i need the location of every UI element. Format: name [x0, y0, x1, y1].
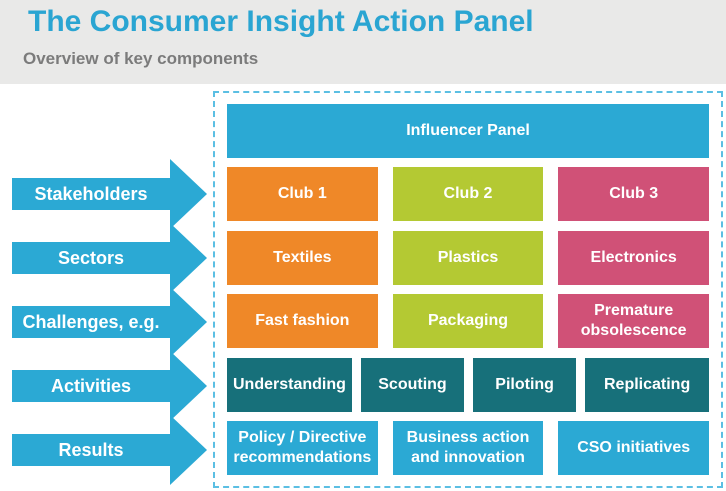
- row-sectors: Textiles Plastics Electronics: [227, 230, 709, 285]
- club3-box: Club 3: [558, 167, 709, 222]
- club1-box: Club 1: [227, 167, 378, 222]
- arrow-label: Stakeholders: [12, 178, 170, 210]
- replicating-box: Replicating: [585, 357, 709, 412]
- row-challenges: Fast fashion Packaging Premature obsoles…: [227, 294, 709, 349]
- cso-initiatives-box: CSO initiatives: [558, 420, 709, 475]
- arrow-label: Sectors: [12, 242, 170, 274]
- arrow-tip: [170, 287, 207, 357]
- business-action-box: Business action and innovation: [392, 420, 544, 475]
- arrow-tip: [170, 415, 207, 485]
- arrow-tip: [170, 159, 207, 229]
- fast-fashion-box: Fast fashion: [227, 294, 378, 349]
- arrow-stakeholders: Stakeholders: [12, 159, 207, 229]
- plastics-box: Plastics: [392, 230, 544, 285]
- club2-box: Club 2: [392, 167, 544, 222]
- arrow-label: Results: [12, 434, 170, 466]
- row-stakeholders: Club 1 Club 2 Club 3: [227, 167, 709, 222]
- understanding-box: Understanding: [227, 357, 352, 412]
- arrow-sectors: Sectors: [12, 223, 207, 293]
- policy-recommendations-box: Policy / Directive recommendations: [227, 420, 378, 475]
- arrow-challenges: Challenges, e.g.: [12, 287, 207, 357]
- header-band: The Consumer Insight Action Panel Overvi…: [0, 0, 726, 84]
- action-panel: Influencer Panel Club 1 Club 2 Club 3 Te…: [213, 91, 723, 488]
- packaging-box: Packaging: [392, 294, 544, 349]
- electronics-box: Electronics: [558, 230, 709, 285]
- piloting-box: Piloting: [473, 357, 577, 412]
- page-title: The Consumer Insight Action Panel: [28, 5, 534, 38]
- arrow-label: Activities: [12, 370, 170, 402]
- scouting-box: Scouting: [360, 357, 465, 412]
- arrow-label: Challenges, e.g.: [12, 306, 170, 338]
- textiles-box: Textiles: [227, 230, 378, 285]
- row-activities: Understanding Scouting Piloting Replicat…: [227, 357, 709, 412]
- row-influencer: Influencer Panel: [227, 104, 709, 158]
- arrow-tip: [170, 351, 207, 421]
- premature-obsolescence-box: Premature obsolescence: [558, 294, 709, 349]
- influencer-panel-box: Influencer Panel: [227, 104, 709, 158]
- arrow-results: Results: [12, 415, 207, 485]
- page-subtitle: Overview of key components: [23, 49, 259, 68]
- arrow-activities: Activities: [12, 351, 207, 421]
- arrow-tip: [170, 223, 207, 293]
- row-results: Policy / Directive recommendations Busin…: [227, 420, 709, 475]
